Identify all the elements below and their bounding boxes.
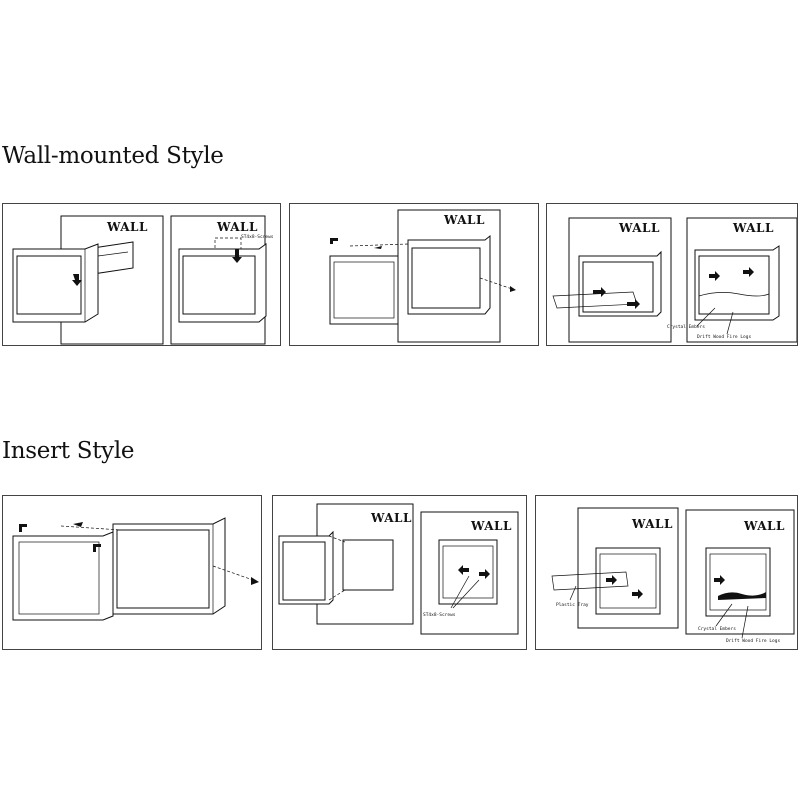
inserted-fireplace (595, 547, 661, 615)
front-glass-panel (12, 531, 114, 621)
insert-step-2-panel: WALL WALL ST4x8-Screws (272, 495, 527, 650)
arrow-left-icon (458, 565, 469, 575)
arrow-up-left-icon (19, 524, 27, 532)
mounting-bracket (92, 241, 134, 275)
crystal-embers-label: Crystal Embers (667, 324, 705, 330)
arrow-down-icon (232, 249, 242, 263)
wall-label: WALL (732, 221, 774, 235)
wall-label: WALL (443, 213, 485, 227)
wall-mount-step-2-diagram: WALL (329, 209, 516, 343)
drift-wood-logs-label: Drift Wood Fire Logs (697, 334, 751, 340)
wall-mount-step-1-diagram: WALL WALL ST4x8-Screws (12, 215, 274, 345)
plastic-tray-label: Plastic Tray (556, 602, 589, 608)
insert-step-3-panel: WALL Plastic Tray WALL Crystal Embers Dr… (535, 495, 798, 650)
drift-wood-logs-label: Drift Wood Fire Logs (726, 638, 780, 644)
wall-cutout (342, 539, 394, 591)
insert-step-1-panel (2, 495, 262, 650)
st4x8-screws-label: ST4x8-Screws (423, 612, 456, 618)
wall-mount-step-3-panel: WALL WALL Crystal Embers Drift Wood Fire… (546, 203, 798, 346)
wall-label: WALL (743, 519, 785, 533)
crystal-embers-label: Crystal Embers (698, 626, 736, 632)
arrow-left-icon (73, 522, 83, 527)
arrow-right-icon (606, 575, 617, 585)
section-title-wall-mounted: Wall-mounted Style (2, 143, 224, 169)
arrow-right-icon (714, 575, 725, 585)
arrow-right-icon (479, 569, 490, 579)
wall-mount-step-2-panel: WALL (289, 203, 539, 346)
arrow-up-left-icon (93, 544, 101, 552)
arrow-right-icon (632, 589, 643, 599)
wall-label: WALL (470, 519, 512, 533)
wall-label: WALL (370, 511, 412, 525)
arrow-right-icon (709, 271, 720, 281)
fire-logs (718, 592, 766, 600)
inserted-fireplace (705, 547, 771, 617)
arrow-down-icon (72, 274, 82, 286)
insert-step-3-diagram: WALL Plastic Tray WALL Crystal Embers Dr… (551, 507, 795, 644)
front-glass-panel (329, 255, 399, 325)
arrow-right-icon (251, 577, 259, 585)
screws-label: ST4x8-Screws (241, 234, 274, 240)
tray-outline (551, 571, 629, 591)
section-title-insert: Insert Style (2, 438, 135, 464)
wall-label: WALL (631, 517, 673, 531)
arrow-right-icon (510, 286, 516, 292)
arrow-right-icon (627, 299, 640, 309)
wall-label: WALL (618, 221, 660, 235)
wall-mount-step-1-panel: WALL WALL ST4x8-Screws (2, 203, 281, 346)
wall-mount-step-3-diagram: WALL WALL Crystal Embers Drift Wood Fire… (552, 217, 797, 343)
arrow-right-icon (743, 267, 754, 277)
insert-step-2-diagram: WALL WALL ST4x8-Screws (278, 503, 519, 635)
embers-outline (698, 292, 770, 297)
insert-step-1-diagram (12, 517, 259, 621)
arrow-up-left-icon (330, 238, 338, 244)
wall-label: WALL (106, 220, 148, 234)
arrow-right-icon (593, 287, 606, 297)
wall-label: WALL (216, 220, 258, 234)
arrow-left-icon (374, 246, 382, 249)
